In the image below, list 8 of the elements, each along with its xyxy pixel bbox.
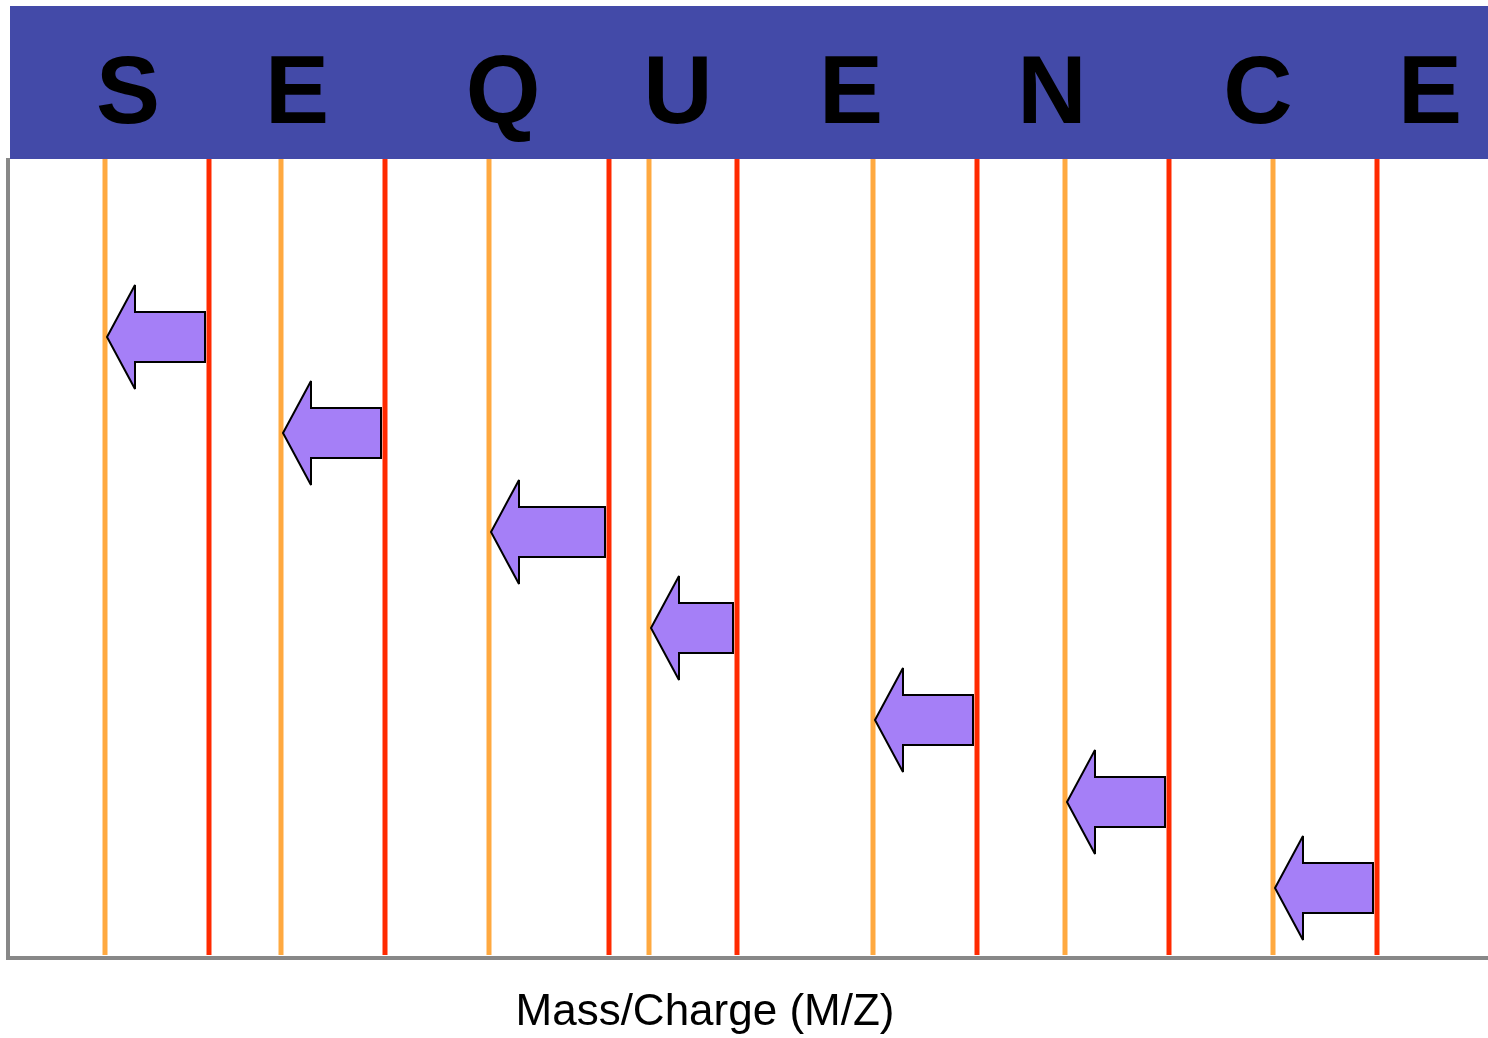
- sequence-letter: E: [1398, 42, 1462, 138]
- sequence-letter: U: [643, 42, 713, 138]
- sequence-letter: C: [1223, 42, 1293, 138]
- sequence-letter: E: [265, 42, 329, 138]
- sequence-letter: E: [819, 42, 883, 138]
- sequence-letter: S: [96, 42, 160, 138]
- axis-label: Mass/Charge (M/Z): [515, 985, 895, 1035]
- sequence-letter: N: [1017, 42, 1087, 138]
